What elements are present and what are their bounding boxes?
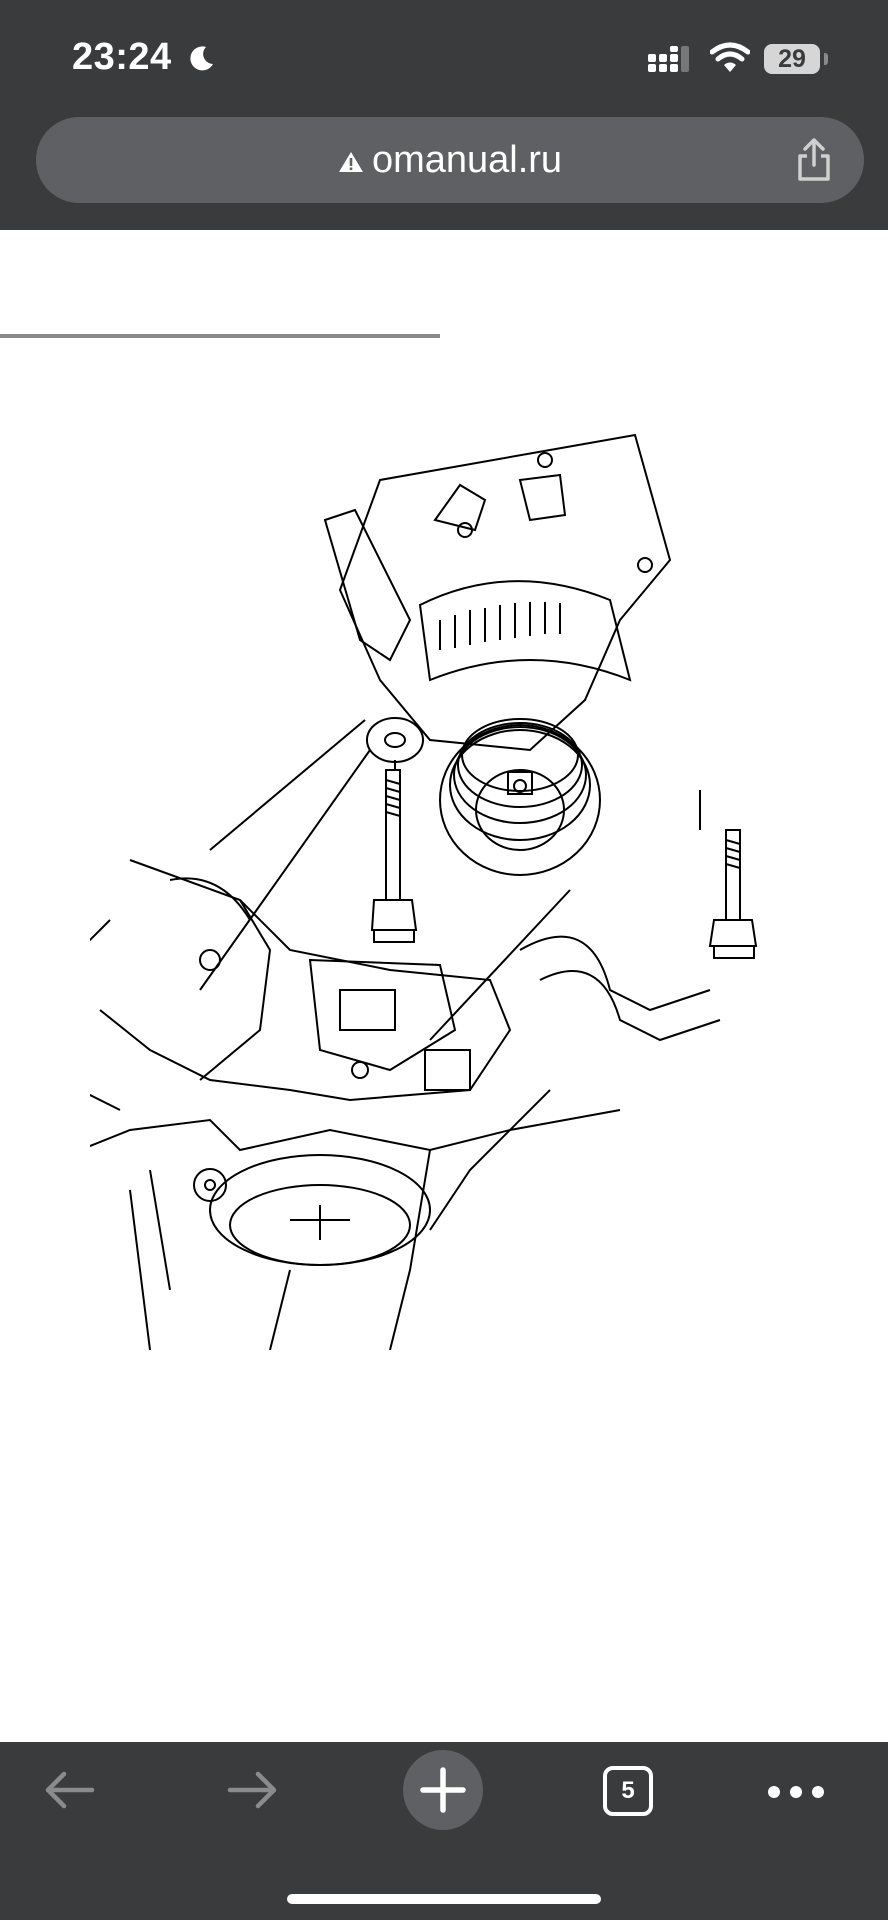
plus-icon	[420, 1767, 466, 1813]
wifi-icon	[710, 42, 750, 72]
more-icon[interactable]	[764, 1772, 828, 1812]
status-time: 23:24	[72, 36, 172, 78]
forward-arrow-icon[interactable]	[222, 1762, 282, 1818]
url-text: omanual.ru	[371, 138, 563, 181]
battery-icon: 29	[764, 44, 820, 74]
page-content	[0, 230, 888, 1742]
address-bar[interactable]: omanual.ru	[36, 117, 864, 203]
battery-cap	[824, 53, 828, 65]
status-bar: 23:24 29	[0, 0, 888, 112]
address-content: omanual.ru	[36, 117, 864, 203]
browser-toolbar: 5	[0, 1742, 888, 1920]
signal-icon	[648, 46, 689, 72]
alternator-mounting-diagram	[90, 433, 758, 1350]
home-indicator	[287, 1894, 601, 1904]
warning-icon	[338, 152, 363, 172]
back-arrow-icon[interactable]	[40, 1762, 100, 1818]
tab-count: 5	[621, 1777, 635, 1804]
share-icon[interactable]	[794, 137, 834, 183]
battery-level: 29	[778, 45, 806, 73]
tabs-icon[interactable]: 5	[603, 1766, 653, 1816]
new-tab-button[interactable]	[403, 1750, 483, 1830]
browser-top-bar: 23:24 29	[0, 0, 888, 230]
moon-icon	[190, 46, 213, 71]
section-divider	[0, 334, 440, 338]
